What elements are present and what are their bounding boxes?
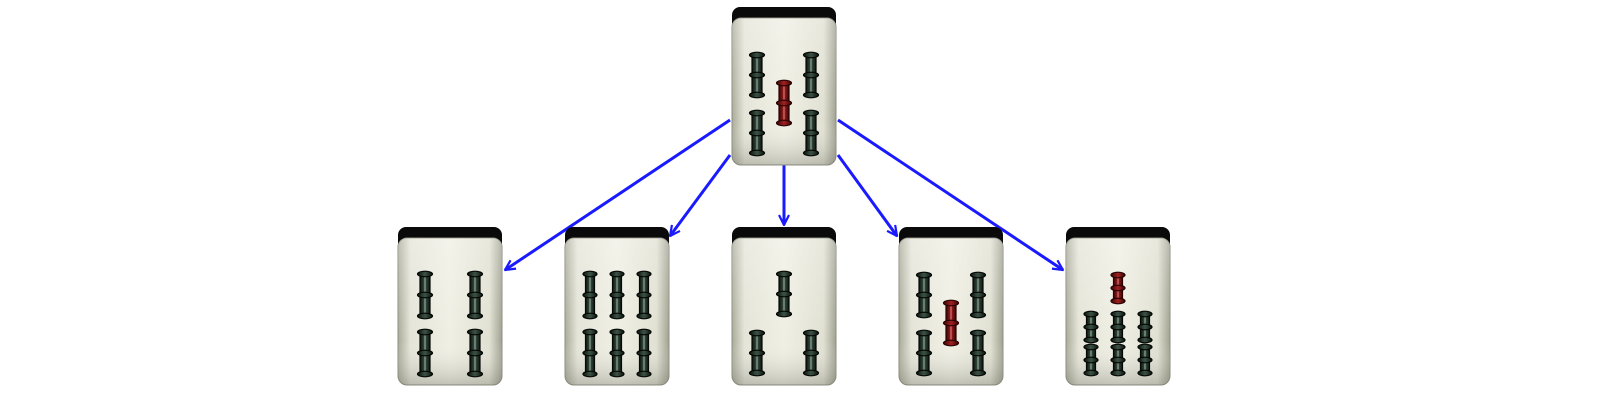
bamboo-stick [416,270,434,320]
arrow-to-child-4 [836,154,897,236]
bamboo-stick [609,270,625,320]
child-tile-3 [731,227,837,386]
child-tile-4 [898,227,1004,386]
arrow-to-child-2 [670,154,732,236]
tile-symbol-5-bamboo [915,271,987,377]
bamboo-stick [748,109,766,157]
bamboo-stick [582,328,598,378]
bamboo-stick [636,270,652,320]
arrow-layer [505,118,1063,270]
arrow-to-child-5 [837,118,1063,270]
bamboo-stick-red [1110,271,1126,305]
tile-symbol-5-bamboo [748,51,820,157]
bamboo-stick [1083,310,1099,344]
root-tile [731,7,837,166]
bamboo-stick [1137,310,1153,344]
child-tile-5 [1065,227,1171,386]
bamboo-stick [416,328,434,378]
bamboo-stick-red [942,299,960,347]
tile-layer [397,7,1171,386]
bamboo-stick [609,328,625,378]
bamboo-stick [582,270,598,320]
bamboo-stick [1110,343,1126,377]
child-tile-1 [397,227,503,386]
tile-symbol-7-bamboo [1083,271,1153,377]
bamboo-stick [636,328,652,378]
bamboo-stick-red [775,79,793,127]
bamboo-stick [969,271,987,319]
tile-symbol-4-bamboo [416,270,484,378]
bamboo-stick [466,270,484,320]
bamboo-stick [466,328,484,378]
tile-symbol-3-bamboo [748,270,820,377]
bamboo-stick [802,51,820,99]
bamboo-stick [915,271,933,319]
bamboo-stick [748,51,766,99]
bamboo-stick [775,270,793,318]
arrow-to-child-1 [505,118,731,270]
bamboo-stick [748,329,766,377]
bamboo-stick [802,329,820,377]
bamboo-stick [969,329,987,377]
bamboo-stick [1110,310,1126,344]
bamboo-stick [1083,343,1099,377]
tile-symbol-6-bamboo [582,270,652,378]
bamboo-stick [802,109,820,157]
child-tile-2 [564,227,670,386]
bamboo-stick [915,329,933,377]
bamboo-stick [1137,343,1153,377]
